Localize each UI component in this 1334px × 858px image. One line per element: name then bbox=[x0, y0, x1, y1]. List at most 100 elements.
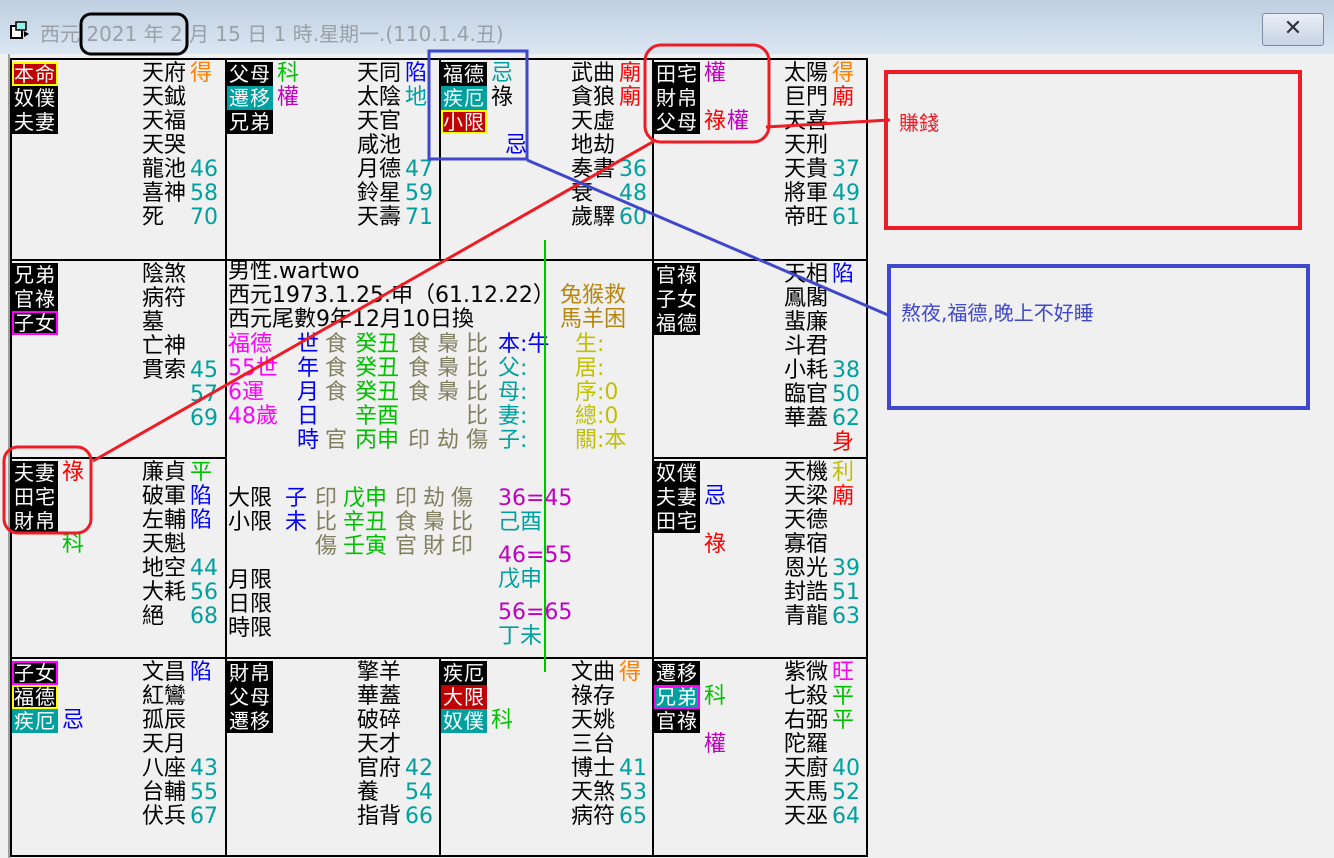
star-name: 寡宿 bbox=[784, 532, 829, 557]
star-status: 42 bbox=[405, 756, 433, 781]
star-status: 66 bbox=[405, 804, 433, 829]
transform-marker: 祿 bbox=[704, 109, 727, 134]
transform-marker: 祿 bbox=[491, 85, 514, 110]
transform-marker: 科 bbox=[491, 708, 514, 733]
pillar-cell: 劫 bbox=[437, 428, 460, 453]
star-name: 天鉞 bbox=[142, 85, 187, 110]
star-name: 祿存 bbox=[571, 684, 616, 709]
transform-marker: 忌 bbox=[491, 61, 514, 86]
star-name: 青龍 bbox=[784, 604, 829, 629]
info: 總:0 bbox=[575, 404, 619, 429]
palace-tag: 田宅 bbox=[12, 485, 58, 509]
year-change: 西元尾數9年12月10日換 bbox=[228, 307, 474, 332]
star-name: 伏兵 bbox=[142, 804, 187, 829]
info: 居: bbox=[575, 356, 605, 381]
limit-cell: 比 bbox=[315, 510, 338, 535]
pillar-cell: 傷 bbox=[466, 428, 489, 453]
money-note-box bbox=[884, 70, 1302, 230]
star-name: 華蓋 bbox=[784, 406, 829, 431]
palace-tag: 福德 bbox=[441, 62, 487, 86]
palace-tag: 夫妻 bbox=[12, 461, 58, 485]
palace-tag: 財帛 bbox=[227, 661, 273, 685]
pillar-cell: 辛酉 bbox=[355, 404, 400, 429]
palace-tag: 兄弟 bbox=[654, 685, 700, 709]
palace-tag: 夫妻 bbox=[654, 485, 700, 509]
star-status: 得 bbox=[190, 61, 213, 86]
limit-cell: 印 bbox=[395, 486, 418, 511]
palace-tag: 子女 bbox=[654, 287, 700, 311]
relation: 本:牛 bbox=[498, 332, 550, 357]
star-name: 咸池 bbox=[357, 133, 402, 158]
pillar-cell: 時 bbox=[297, 428, 320, 453]
limit-cell: 子 bbox=[285, 486, 308, 511]
star-name: 太陰 bbox=[357, 85, 402, 110]
transform-marker: 忌 bbox=[491, 133, 527, 158]
star-name: 喜神 bbox=[142, 181, 187, 206]
palace-tag: 田宅 bbox=[654, 509, 700, 533]
star-name: 臨官 bbox=[784, 382, 829, 407]
star-name: 地空 bbox=[142, 556, 187, 581]
star-name: 天姚 bbox=[571, 708, 616, 733]
star-name: 陀羅 bbox=[784, 732, 829, 757]
pillar-cell: 食 bbox=[408, 380, 431, 405]
pillar-cell: 比 bbox=[466, 332, 489, 357]
limit-label: 時限 bbox=[228, 616, 273, 641]
star-status: 地 bbox=[405, 85, 428, 110]
limit-label: 月限 bbox=[228, 568, 273, 593]
star-status: 平 bbox=[832, 708, 855, 733]
close-button[interactable]: ✕ bbox=[1262, 13, 1324, 46]
star-status: 36 bbox=[619, 157, 647, 182]
star-name: 病符 bbox=[571, 804, 616, 829]
pillar-cell: 癸丑 bbox=[355, 332, 400, 357]
limit-cell: 小限 bbox=[228, 510, 273, 535]
star-name: 天福 bbox=[142, 109, 187, 134]
star-name: 天貴 bbox=[784, 157, 829, 182]
relation: 父: bbox=[498, 356, 528, 381]
star-name: 亡神 bbox=[142, 334, 187, 359]
star-status: 63 bbox=[832, 604, 860, 629]
title-bar: 西元 2021 年 2 月 15 日 1 時.星期一.(110.1.4.丑) ✕ bbox=[0, 0, 1334, 54]
star-name: 天虛 bbox=[571, 109, 616, 134]
info: 關:本 bbox=[575, 428, 627, 453]
star-name: 死 bbox=[142, 205, 165, 230]
star-name: 月德 bbox=[357, 157, 402, 182]
star-status: 陷 bbox=[190, 484, 213, 509]
info: 序:0 bbox=[575, 380, 619, 405]
star-name: 天同 bbox=[357, 61, 402, 86]
star-status: 旺 bbox=[832, 660, 855, 685]
limit-cell: 辛丑 bbox=[343, 510, 388, 535]
star-name: 天魁 bbox=[142, 532, 187, 557]
star-name: 鈴星 bbox=[357, 181, 402, 206]
star-name: 武曲 bbox=[571, 61, 616, 86]
star-name: 天府 bbox=[142, 61, 187, 86]
star-name: 地劫 bbox=[571, 133, 616, 158]
star-status: 49 bbox=[832, 181, 860, 206]
decade-stem: 己酉 bbox=[498, 510, 543, 535]
star-name: 封誥 bbox=[784, 580, 829, 605]
star-name: 衰 bbox=[571, 181, 594, 206]
palace-tag: 遷移 bbox=[227, 86, 273, 110]
limit-cell: 比 bbox=[451, 510, 474, 535]
star-status: 55 bbox=[190, 780, 218, 805]
star-status: 43 bbox=[190, 756, 218, 781]
star-status: 廟 bbox=[832, 484, 855, 509]
star-name: 三台 bbox=[571, 732, 616, 757]
palace-tag: 官祿 bbox=[654, 709, 700, 733]
left-info: 55世 bbox=[228, 356, 278, 381]
palace-tag: 奴僕 bbox=[12, 86, 58, 110]
star-name: 將軍 bbox=[784, 181, 829, 206]
relation: 母: bbox=[498, 380, 528, 405]
star-status: 陷 bbox=[190, 508, 213, 533]
info: 生: bbox=[575, 332, 605, 357]
pillar-cell: 食 bbox=[408, 356, 431, 381]
pillar-cell: 食 bbox=[325, 356, 348, 381]
pillar-cell: 食 bbox=[325, 380, 348, 405]
transform-marker: 權 bbox=[727, 109, 750, 134]
star-name: 台輔 bbox=[142, 780, 187, 805]
